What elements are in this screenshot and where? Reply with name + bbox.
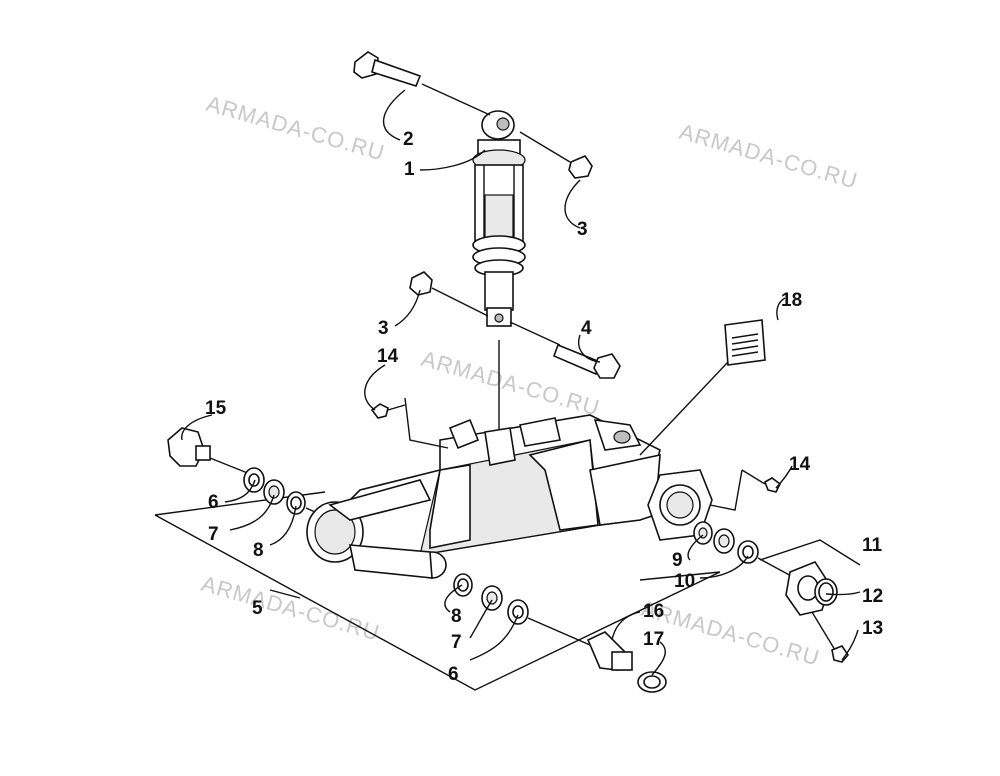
warning-label (639, 319, 766, 456)
lower-bearing-set (453, 573, 667, 693)
swingarm (306, 414, 661, 579)
cover-plate (785, 561, 850, 663)
callout-label: 14 (377, 346, 399, 367)
callout-label: 11 (862, 535, 883, 556)
callout-label: 7 (451, 632, 462, 653)
watermark: ARMADA-CO.RU (199, 571, 383, 646)
group-brackets (154, 491, 861, 691)
watermarks: ARMADA-CO.RU ARMADA-CO.RU ARMADA-CO.RU A… (199, 91, 861, 671)
callout-label: 3 (378, 318, 389, 339)
watermark: ARMADA-CO.RU (204, 91, 388, 166)
callout-label: 14 (789, 454, 811, 475)
callout-label: 4 (581, 318, 592, 339)
callout-numbers: 1 2 3 3 4 5 6 6 7 7 8 8 9 10 11 12 13 14… (205, 129, 883, 685)
callout-label: 2 (403, 129, 414, 150)
callout-label: 1 (404, 159, 415, 180)
callout-label: 5 (252, 598, 263, 619)
shock-absorber (472, 110, 526, 327)
callout-label: 7 (208, 524, 219, 545)
nut-top (519, 131, 593, 179)
callout-label: 8 (253, 540, 264, 561)
right-pivot-housing (647, 469, 713, 541)
small-bolts (370, 397, 782, 511)
nut-lower (409, 271, 489, 317)
callout-label: 13 (862, 618, 883, 639)
callout-label: 17 (643, 629, 664, 650)
callout-leaders (181, 89, 861, 676)
callout-label: 6 (208, 492, 219, 513)
callout-label: 15 (205, 398, 227, 419)
callout-label: 18 (781, 290, 802, 311)
callout-label: 16 (643, 601, 664, 622)
callout-label: 10 (674, 571, 695, 592)
callout-label: 8 (451, 606, 462, 627)
bolt-top (353, 51, 491, 116)
bolt-lower (509, 321, 621, 379)
right-bearing-set (693, 521, 796, 579)
callout-label: 9 (672, 550, 683, 571)
callout-label: 12 (862, 586, 883, 607)
watermark: ARMADA-CO.RU (677, 119, 861, 194)
callout-label: 3 (577, 219, 588, 240)
left-bearing-set (167, 427, 316, 515)
callout-label: 6 (448, 664, 459, 685)
